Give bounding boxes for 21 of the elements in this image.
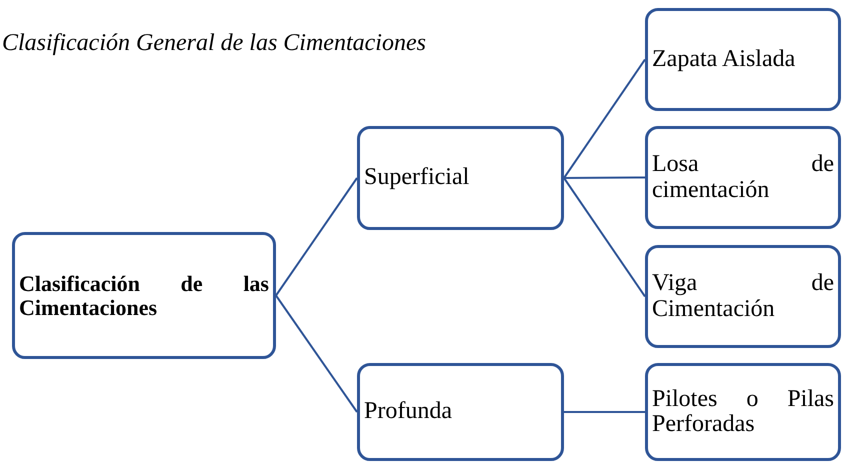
category-box bbox=[645, 126, 841, 229]
category-box bbox=[12, 232, 276, 359]
category-box bbox=[357, 363, 564, 461]
category-box bbox=[645, 245, 841, 348]
connector-line bbox=[275, 177, 358, 296]
box-label: Pilotes o Pilas Perforadas bbox=[652, 386, 834, 438]
category-box bbox=[645, 8, 841, 111]
box-label: Losa de cimentación bbox=[652, 152, 834, 203]
box-label: Profunda bbox=[364, 399, 453, 425]
box-label: Clasificación de las Cimentaciones bbox=[19, 272, 269, 319]
connector-line bbox=[564, 411, 645, 413]
category-box bbox=[645, 363, 841, 461]
box-label: Superficial bbox=[364, 165, 470, 191]
connector-line bbox=[563, 177, 646, 298]
box-label: Viga de Cimentación bbox=[652, 271, 834, 322]
category-box bbox=[357, 126, 564, 230]
connector-line bbox=[564, 176, 645, 179]
diagram-title: Clasificación General de las Cimentaciones bbox=[2, 30, 426, 57]
connector-line bbox=[275, 294, 358, 413]
connector-line bbox=[563, 58, 646, 179]
box-label: Zapata Aislada bbox=[652, 46, 796, 72]
